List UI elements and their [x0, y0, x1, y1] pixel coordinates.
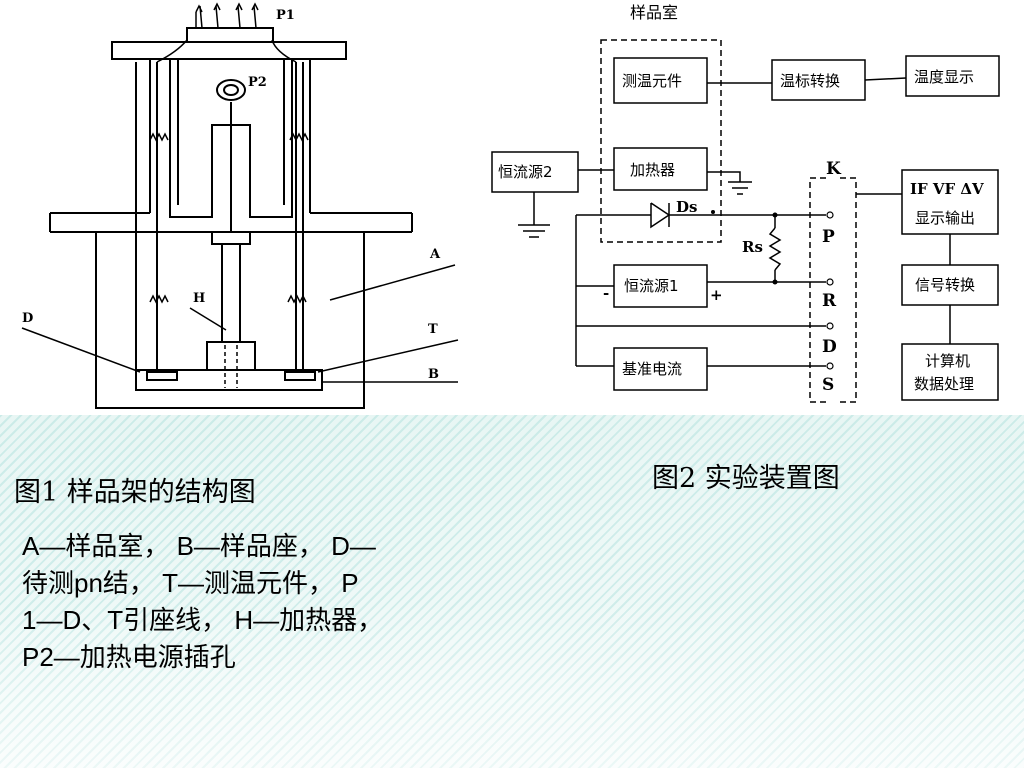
text-temp-convert: 温标转换 — [780, 72, 840, 90]
background-fade — [0, 600, 1024, 768]
label-p1: P1 — [276, 8, 295, 23]
terminal-r: R — [822, 291, 837, 311]
box-temp-display — [905, 55, 1000, 97]
label-h: H — [193, 291, 205, 306]
terminal-s: S — [822, 375, 834, 395]
text-heater: 加热器 — [630, 161, 675, 179]
label-rs: Rs — [742, 238, 763, 256]
figure1-description: A—样品室， B—样品座， D— 待测pn结， T—测温元件， P 1—D、T引… — [22, 528, 472, 676]
label-t: T — [428, 322, 438, 337]
box-temp-element — [613, 57, 708, 104]
description-line: P2—加热电源插孔 — [22, 642, 236, 672]
terminal-k: K — [826, 159, 842, 179]
figure1-caption: 图1 样品架的结构图 — [14, 477, 256, 508]
text-current-source1: 恒流源1 — [624, 277, 679, 295]
label-b: B — [428, 367, 439, 382]
terminal-p: P — [822, 227, 835, 247]
text-display-output-1: IF VF ΔV — [910, 180, 984, 198]
box-ref-current — [613, 347, 708, 391]
label-ds: Ds — [676, 198, 697, 216]
label-plus: + — [710, 286, 723, 304]
text-temp-element: 测温元件 — [622, 72, 682, 90]
figure2-diagram: 样品室 测温元件 温标转换 温度显示 加热器 恒流源2 恒流源1 基准电流 IF… — [491, 3, 1000, 403]
figure2-caption: 图2 实验装置图 — [652, 463, 840, 494]
text-ref-current: 基准电流 — [622, 360, 682, 378]
label-d: D — [22, 311, 33, 326]
text-computer-2: 数据处理 — [914, 375, 974, 393]
label-minus: - — [603, 284, 609, 302]
label-sample-room: 样品室 — [630, 3, 678, 22]
text-signal-convert: 信号转换 — [915, 276, 975, 294]
box-heater — [613, 147, 708, 191]
label-p2: P2 — [248, 75, 267, 90]
box-current-source2 — [491, 151, 579, 193]
label-a: A — [429, 247, 441, 262]
description-line: 待测pn结， T—测温元件， P — [22, 568, 359, 598]
terminal-d: D — [822, 337, 837, 357]
text-temp-display: 温度显示 — [914, 68, 974, 86]
text-current-source2: 恒流源2 — [498, 163, 553, 181]
figure1-diagram: P1 P2 A D T B H — [21, 2, 459, 409]
description-line: A—样品室， B—样品座， D— — [22, 531, 376, 561]
description-line: 1—D、T引座线， H—加热器， — [22, 605, 384, 635]
text-display-output-2: 显示输出 — [915, 209, 975, 227]
text-computer-1: 计算机 — [925, 352, 970, 370]
